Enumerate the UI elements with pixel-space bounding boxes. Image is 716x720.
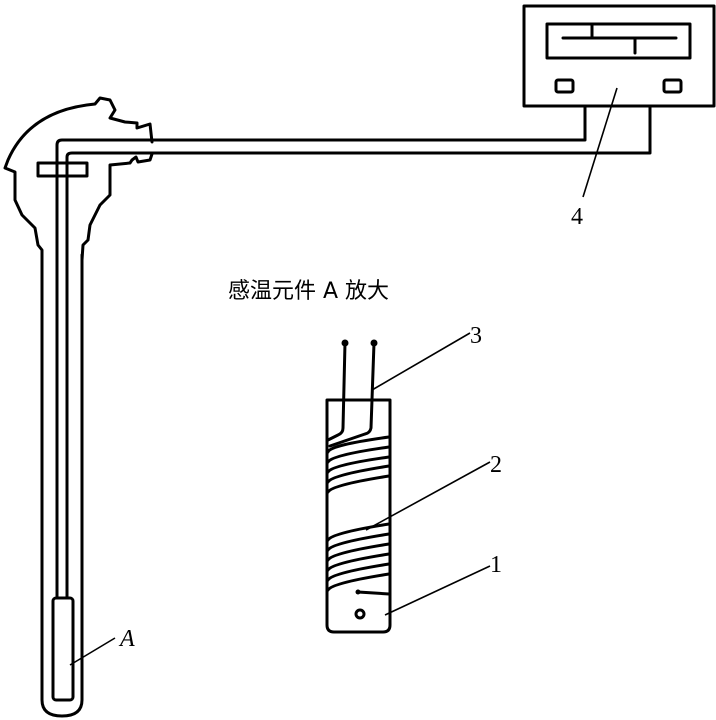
protective-tube: [40, 253, 84, 718]
leader-1: [384, 565, 491, 616]
sensing-element-a: [51, 596, 75, 702]
leader-2: [365, 461, 491, 531]
label-3: 3: [470, 323, 482, 349]
label-4: 4: [571, 204, 583, 230]
instrument-knob-right: [662, 78, 683, 94]
label-2: 2: [490, 452, 502, 478]
label-a: A: [118, 626, 135, 652]
thermometer-head: [3, 96, 154, 262]
indicating-instrument: [522, 4, 716, 108]
mounting-hole: [354, 608, 366, 620]
lead-wires: [55, 104, 652, 600]
label-1: 1: [490, 552, 502, 578]
enlarged-title: 感温元件 A 放大: [228, 279, 389, 304]
leader-a: [69, 637, 116, 666]
resistance-coil: [326, 435, 391, 592]
leader-4: [582, 87, 618, 198]
terminal-block: [36, 161, 89, 178]
instrument-scale-window: [545, 22, 692, 60]
leader-3: [371, 332, 471, 391]
instrument-knob-left: [554, 78, 575, 94]
enlarged-element: [325, 339, 392, 634]
